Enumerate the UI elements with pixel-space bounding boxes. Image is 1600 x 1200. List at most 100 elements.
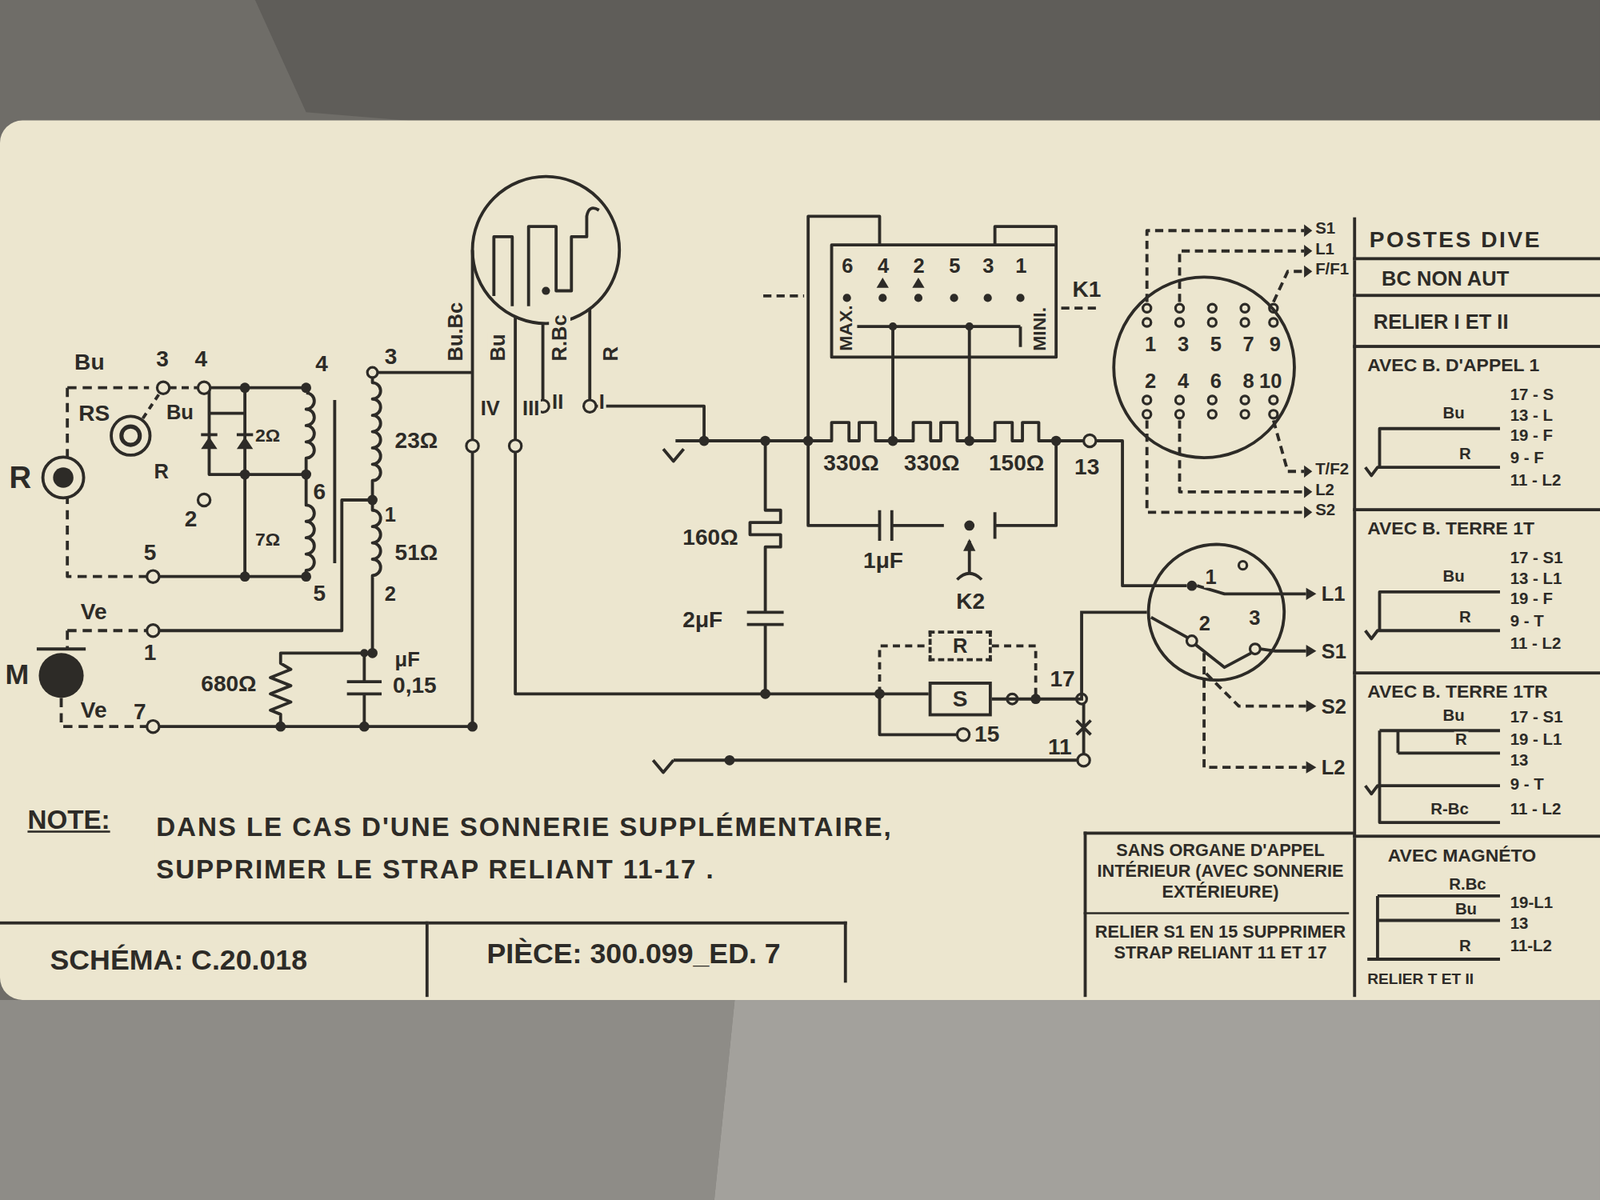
connector-circle-text: 1 — [1144, 333, 1158, 356]
schematic-label: S1 — [1314, 220, 1337, 238]
schematic-label: μF — [393, 648, 421, 671]
table-row: RELIER I ET II — [1352, 296, 1600, 348]
schematic-label: S2 — [1320, 696, 1348, 718]
table-section-text: Bu — [1441, 404, 1466, 422]
connector-circle-text: 2 — [1144, 370, 1158, 392]
title-block: SCHÉMA: C.20.018 — [0, 921, 429, 997]
schematic-label: 23Ω — [393, 428, 439, 452]
schematic-label: K2 — [955, 589, 986, 613]
switch-circle: 1 2 3 — [1147, 543, 1286, 682]
table-section-text: 9 - T — [1508, 776, 1545, 794]
table-section-text: 9 - F — [1508, 449, 1545, 467]
schematic-label: 17 — [1048, 667, 1076, 691]
schematic-label: 1μF — [862, 548, 904, 572]
schematic-label: 2Ω — [254, 426, 282, 446]
table-section-text: R-Bc — [1429, 800, 1470, 818]
schematic-label: 1 — [384, 504, 398, 526]
part-block: PIÈCE: 300.099_ED. 7 — [428, 921, 848, 984]
schematic-label: 51Ω — [393, 540, 439, 564]
connector-circle-text: 6 — [1208, 370, 1223, 392]
schematic-label: 2 — [184, 507, 199, 531]
table-section-text: 13 — [1508, 752, 1529, 769]
schematic-label: 2 — [384, 584, 398, 606]
optional-resistor-box: R — [928, 630, 992, 661]
schematic-label: 11 — [1047, 734, 1073, 758]
schematic-label: 2μF — [681, 608, 724, 632]
table-section-text: 11 - L2 — [1508, 472, 1562, 490]
schematic-label: L1 — [1320, 584, 1347, 606]
schematic-label: L1 — [1314, 240, 1336, 258]
table-section-text: R — [1458, 608, 1472, 626]
schematic-label: 3 — [155, 347, 170, 371]
table-row-text: RELIER I ET II — [1372, 311, 1510, 333]
connector-circle: 13579246810 — [1112, 275, 1296, 460]
wire-connector — [992, 612, 1148, 699]
schematic-label: S2 — [1314, 502, 1337, 520]
schematic-label: Bu — [73, 349, 106, 373]
schematic-label: 4 — [193, 347, 208, 371]
schematic-label: I — [597, 392, 606, 414]
connector-circle-text: 4 — [1176, 370, 1191, 392]
title-block-text: SCHÉMA: C.20.018 — [48, 944, 308, 975]
schematic-label: Bu — [165, 402, 196, 424]
note-heading: NOTE: — [26, 806, 112, 835]
instruction-box-text: SANS ORGANE D'APPEL INTÉRIEUR (AVEC SONN… — [1092, 840, 1348, 904]
table-section-text: 13 — [1508, 915, 1529, 932]
table-section: AVEC B. TERRE 1T17 - S1Bu13 - L119 - FR9… — [1352, 511, 1600, 675]
table-section-text: R.Bc — [1448, 876, 1488, 894]
table-section-text: 17 - S1 — [1508, 708, 1564, 726]
table-header-text: POSTES DIVE — [1368, 227, 1543, 251]
table-section-text: 11 - L2 — [1508, 636, 1562, 653]
schematic-label: 330Ω — [903, 451, 961, 475]
schematic-label: 6 — [312, 479, 327, 503]
schematic-label: Bu.Bc — [444, 301, 467, 363]
connector-circle-text: 9 — [1268, 333, 1282, 356]
instruction-box: SANS ORGANE D'APPEL INTÉRIEUR (AVEC SONN… — [1084, 832, 1355, 998]
resistor-box: S — [928, 681, 992, 716]
switch-circle-text: 1 — [1204, 566, 1218, 588]
schematic-label: F/F1 — [1314, 261, 1351, 279]
switch-circle-text: 2 — [1197, 613, 1212, 636]
table-section-text: 17 - S — [1508, 386, 1555, 404]
schematic-label: 6 — [840, 255, 855, 277]
table-section-text: Bu — [1441, 568, 1466, 585]
switch-circle-text: 3 — [1248, 607, 1262, 629]
table-section-text: R — [1454, 732, 1468, 749]
table-section-text: RELIER T ET II — [1366, 970, 1475, 987]
schematic-label: 1 — [143, 640, 158, 664]
schematic-label: Bu — [488, 332, 510, 363]
schematic-label: 2 — [912, 255, 926, 277]
connector-circle-text: 3 — [1176, 333, 1191, 356]
table-section-text: 17 - S1 — [1508, 549, 1564, 567]
table-section: AVEC B. TERRE 1TRBu17 - S1R19 - L1139 - … — [1352, 674, 1600, 838]
schematic-label: MAX. — [836, 304, 856, 352]
schematic-label: 4 — [876, 255, 891, 277]
resistor-box-text: S — [952, 687, 969, 711]
table-section-text: Bu — [1441, 707, 1466, 724]
schematic-label: MINI. — [1030, 306, 1050, 352]
schematic-label: 7 — [132, 700, 148, 724]
table-section-text: 11-L2 — [1508, 937, 1553, 955]
table-section-text: 19 - F — [1508, 427, 1554, 444]
schematic-label: Ve — [79, 600, 108, 624]
schematic-label: IV — [479, 397, 501, 420]
schematic-label: S1 — [1320, 640, 1348, 663]
schematic-label: R.Bc — [548, 313, 571, 363]
schematic-label: 680Ω — [200, 671, 258, 695]
schematic-label: 3 — [384, 344, 399, 368]
schematic-label: 15 — [973, 722, 1001, 746]
schematic-label: M — [4, 659, 30, 689]
table-header: POSTES DIVE — [1352, 217, 1600, 261]
schematic-label: K1 — [1071, 277, 1102, 301]
schematic-label: R — [8, 461, 32, 494]
table-section-text: 19 - F — [1508, 591, 1554, 608]
note-text: DANS LE CAS D'UNE SONNERIE SUPPLÉMENTAIR… — [155, 806, 1066, 892]
table-row: BC NON AUT — [1352, 260, 1600, 297]
table-section-text: 13 - L1 — [1508, 570, 1563, 588]
table-section-text: R — [1458, 937, 1472, 955]
connector-circle-text: 5 — [1208, 333, 1223, 356]
schematic-label: 150Ω — [988, 451, 1046, 475]
table-section-text: AVEC B. D'APPEL 1 — [1366, 356, 1541, 376]
schematic-label: 330Ω — [822, 451, 880, 475]
